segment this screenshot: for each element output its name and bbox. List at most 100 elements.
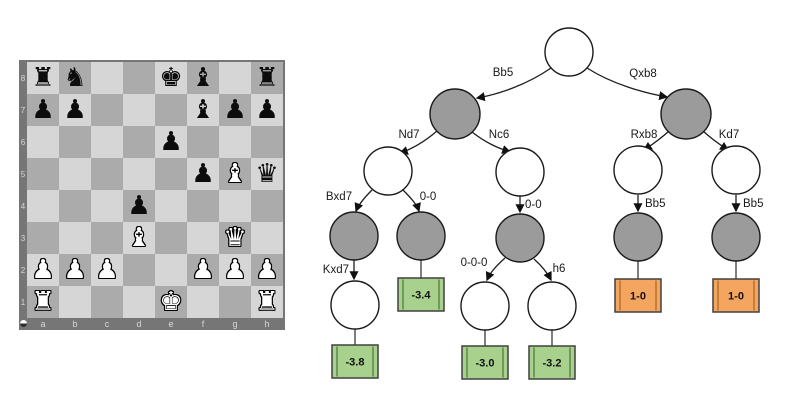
white-king-e1: ♚ bbox=[159, 287, 183, 317]
square-b3 bbox=[59, 222, 91, 254]
terminal-eval-38: -3.8 bbox=[331, 344, 379, 379]
edge-oo-left bbox=[402, 189, 421, 213]
square-f6 bbox=[187, 126, 219, 158]
square-g2: ♟ bbox=[219, 254, 251, 286]
square-h1: ♜ bbox=[251, 286, 283, 318]
square-b8: ♞ bbox=[59, 62, 91, 94]
edge-h6 bbox=[533, 258, 552, 282]
square-c3 bbox=[91, 222, 123, 254]
square-a5 bbox=[27, 158, 59, 190]
rank-label-2: 2 bbox=[20, 265, 26, 275]
square-b6 bbox=[59, 126, 91, 158]
tree-node-oo-mid bbox=[495, 213, 545, 263]
black-pawn-g7: ♟ bbox=[223, 95, 247, 125]
edge-bxd7 bbox=[354, 189, 373, 213]
rank-label-1: 1 bbox=[20, 297, 26, 307]
square-h7: ♟ bbox=[251, 94, 283, 126]
tree-node-qxb8 bbox=[660, 88, 712, 140]
side-to-move-icon bbox=[20, 320, 27, 327]
white-bishop-d3: ♝ bbox=[127, 223, 151, 253]
square-b7: ♟ bbox=[59, 94, 91, 126]
edge-label-bb5-root: Bb5 bbox=[493, 67, 513, 79]
tree-node-bb5 bbox=[429, 88, 481, 140]
square-f7: ♝ bbox=[187, 94, 219, 126]
square-c4 bbox=[91, 190, 123, 222]
edge-label-kd7: Kd7 bbox=[719, 129, 739, 141]
black-pawn-d4: ♟ bbox=[127, 191, 151, 221]
terminal-eval-34: -3.4 bbox=[397, 277, 445, 312]
black-knight-b8: ♞ bbox=[63, 63, 87, 93]
tree-node-oo-left bbox=[396, 211, 446, 261]
edge-bb5-root bbox=[475, 67, 552, 102]
square-d4: ♟ bbox=[123, 190, 155, 222]
white-bishop-g5: ♝ bbox=[223, 159, 247, 189]
edge-label-oo-mid: 0-0 bbox=[525, 199, 542, 211]
square-f1 bbox=[187, 286, 219, 318]
square-d8 bbox=[123, 62, 155, 94]
board-grid: ♜♞♚♝♜♟♟♝♟♟♟♟♝♛♟♝♛♟♟♟♟♟♟♜♚♜ bbox=[27, 62, 283, 318]
black-rook-a8: ♜ bbox=[31, 63, 55, 93]
rank-label-5: 5 bbox=[20, 169, 26, 179]
square-d1 bbox=[123, 286, 155, 318]
terminal-result-b: 1-0 bbox=[712, 278, 760, 313]
square-e6: ♟ bbox=[155, 126, 187, 158]
rank-label-6: 6 bbox=[20, 137, 26, 147]
black-bishop-f7: ♝ bbox=[191, 95, 215, 125]
square-a1: ♜ bbox=[27, 286, 59, 318]
square-g8 bbox=[219, 62, 251, 94]
terminal-result-a: 1-0 bbox=[614, 278, 662, 313]
square-c7 bbox=[91, 94, 123, 126]
tree-node-nc6 bbox=[495, 147, 545, 197]
square-e2 bbox=[155, 254, 187, 286]
edge-label-h6: h6 bbox=[553, 263, 566, 275]
white-rook-h1: ♜ bbox=[255, 287, 279, 317]
terminal-eval-32-value: -3.2 bbox=[543, 358, 562, 370]
square-b2: ♟ bbox=[59, 254, 91, 286]
square-d7 bbox=[123, 94, 155, 126]
black-pawn-h7: ♟ bbox=[255, 95, 279, 125]
square-a6 bbox=[27, 126, 59, 158]
edge-label-qxb8: Qxb8 bbox=[629, 68, 657, 80]
file-label-g: g bbox=[232, 319, 238, 329]
file-label-a: a bbox=[40, 319, 46, 329]
white-pawn-g2: ♟ bbox=[223, 255, 247, 285]
terminal-result-a-value: 1-0 bbox=[630, 291, 646, 303]
edge-label-oo-left: 0-0 bbox=[420, 191, 437, 203]
tree-node-rxb8 bbox=[613, 145, 663, 195]
square-a7: ♟ bbox=[27, 94, 59, 126]
square-e1: ♚ bbox=[155, 286, 187, 318]
white-pawn-f2: ♟ bbox=[191, 255, 215, 285]
tree-node-root bbox=[544, 27, 594, 77]
square-h8: ♜ bbox=[251, 62, 283, 94]
square-e7 bbox=[155, 94, 187, 126]
white-rook-a1: ♜ bbox=[31, 287, 55, 317]
square-b5 bbox=[59, 158, 91, 190]
square-e8: ♚ bbox=[155, 62, 187, 94]
square-g4 bbox=[219, 190, 251, 222]
white-pawn-b2: ♟ bbox=[63, 255, 87, 285]
white-pawn-h2: ♟ bbox=[255, 255, 279, 285]
black-pawn-f5: ♟ bbox=[191, 159, 215, 189]
rank-label-3: 3 bbox=[20, 233, 26, 243]
square-a3 bbox=[27, 222, 59, 254]
terminal-eval-34-value: -3.4 bbox=[412, 290, 432, 302]
edge-nc6 bbox=[471, 131, 512, 154]
square-a8: ♜ bbox=[27, 62, 59, 94]
terminal-eval-32: -3.2 bbox=[528, 345, 576, 380]
square-f5: ♟ bbox=[187, 158, 219, 190]
file-label-e: e bbox=[168, 319, 174, 329]
square-g1 bbox=[219, 286, 251, 318]
square-g7: ♟ bbox=[219, 94, 251, 126]
edge-label-nd7: Nd7 bbox=[398, 129, 419, 141]
square-g3: ♛ bbox=[219, 222, 251, 254]
file-label-f: f bbox=[201, 319, 205, 329]
tree-node-bb5-right-b bbox=[711, 212, 761, 262]
square-h5: ♛ bbox=[251, 158, 283, 190]
tree-node-kxd7 bbox=[330, 280, 380, 330]
rank-label-8: 8 bbox=[20, 73, 26, 83]
edge-qxb8 bbox=[586, 67, 669, 101]
square-a2: ♟ bbox=[27, 254, 59, 286]
tree-node-bb5-right-a bbox=[613, 212, 663, 262]
square-g6 bbox=[219, 126, 251, 158]
